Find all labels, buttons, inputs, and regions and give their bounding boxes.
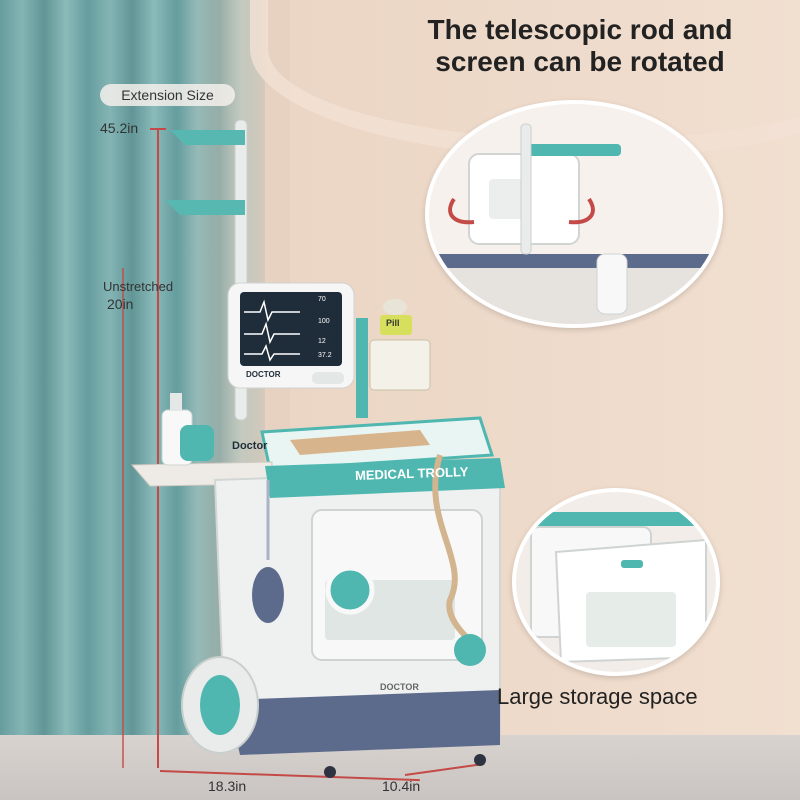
sign-brand: Doctor [232,440,268,452]
detail-rod [520,123,532,255]
unstretched-dimension-line [122,268,124,768]
detail-soap [596,253,628,315]
big-wheel-hub [200,675,240,735]
height-dimension-line [157,128,159,768]
hook-arm [521,144,621,156]
caster-right [474,754,486,766]
pressure-gauge [325,565,375,615]
unstretched-value: 20in [107,296,134,312]
vital-1: 70 [318,296,326,303]
width-value: 18.3in [208,778,247,794]
depth-value: 10.4in [382,778,421,794]
storage-window [586,592,676,647]
monitor-buttons [312,372,344,384]
detail-tray-rim [439,254,709,268]
trolley-label-band [265,458,505,498]
unstretched-label: Unstretched [103,279,174,294]
temperature: 37.2 [318,352,332,359]
storage-top-band [526,512,701,526]
door-handle [621,560,643,568]
trolley-base [228,690,500,755]
thermometer-device [180,425,214,461]
headline: The telescopic rod and screen can be rot… [380,14,780,78]
shelf-pole [356,318,368,418]
stethoscope-head [454,634,486,666]
height-dimension-tick-top [150,128,166,130]
iv-hook-bottom [165,200,245,215]
side-shelf [369,339,431,391]
tray-tools [290,430,430,455]
storage-detail-circle [512,488,720,676]
monitor-back-panel [489,179,529,219]
headline-line-1: The telescopic rod and [427,14,733,45]
rotation-detail-circle [425,100,723,328]
ecg-line-2 [244,321,300,345]
monitor-brand: DOCTOR [246,370,281,379]
rotate-arrow-right [568,197,595,225]
rotate-arrow-left [448,197,475,225]
pill-box-text: Pill [386,318,400,328]
bandage-roll [383,299,407,315]
blood-pressure-bulb [252,567,284,623]
vital-2: 100 [318,318,330,325]
cabinet-brand: DOCTOR [380,682,419,692]
storage-caption: Large storage space [497,684,698,709]
soap-pump [170,393,182,411]
pill-box [380,315,412,335]
rotation-detail-illustration [429,123,719,324]
ecg-line-3 [244,343,300,362]
ecg-line-1 [244,299,300,323]
stethoscope-tube [432,454,472,643]
headline-line-2: screen can be rotated [435,46,725,77]
caster-left [324,766,336,778]
vital-3: 12 [318,338,326,345]
extension-size-value: 45.2in [100,120,139,136]
iv-hook-top [170,130,245,145]
extension-size-label: Extension Size [100,84,235,106]
storage-detail-illustration [526,512,707,664]
